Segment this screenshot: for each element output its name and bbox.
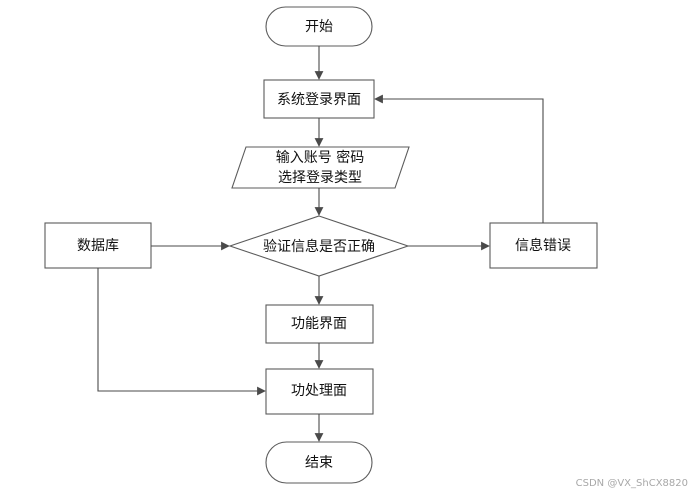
database-node: 数据库: [44, 222, 152, 269]
function-page-node-shape: [265, 304, 374, 344]
start-node: 开始: [265, 6, 373, 47]
function-page-node: 功能界面: [265, 304, 374, 344]
process-node-shape: [265, 368, 374, 415]
end-node: 结束: [265, 441, 373, 484]
watermark-text: CSDN @VX_ShCX8820: [576, 478, 688, 489]
arrow-database-to-process: [97, 268, 266, 396]
process-node: 功处理面: [265, 368, 374, 415]
input-node: 输入账号 密码 选择登录类型: [231, 146, 410, 189]
error-node-shape: [489, 222, 598, 269]
login-page-node-shape: [263, 79, 375, 119]
end-node-shape: [265, 441, 373, 484]
database-node-shape: [44, 222, 152, 269]
database-node-label: 数据库: [77, 238, 119, 254]
input-node-label-line2: 选择登录类型: [278, 170, 362, 186]
input-node-label-line1: 输入账号 密码: [276, 149, 364, 166]
login-page-node: 系统登录界面: [263, 79, 375, 119]
error-node-label: 信息错误: [515, 237, 571, 254]
input-node-shape: [231, 146, 410, 189]
end-node-label: 结束: [305, 455, 333, 471]
error-node: 信息错误: [489, 222, 598, 269]
verify-decision-label: 验证信息是否正确: [263, 238, 375, 255]
arrow-error-to-login: [374, 94, 544, 223]
verify-decision-node: 验证信息是否正确: [228, 215, 410, 277]
start-node-label: 开始: [305, 19, 333, 35]
function-page-node-label: 功能界面: [291, 316, 347, 332]
process-node-label: 功处理面: [291, 383, 347, 399]
login-page-node-label: 系统登录界面: [277, 92, 361, 108]
